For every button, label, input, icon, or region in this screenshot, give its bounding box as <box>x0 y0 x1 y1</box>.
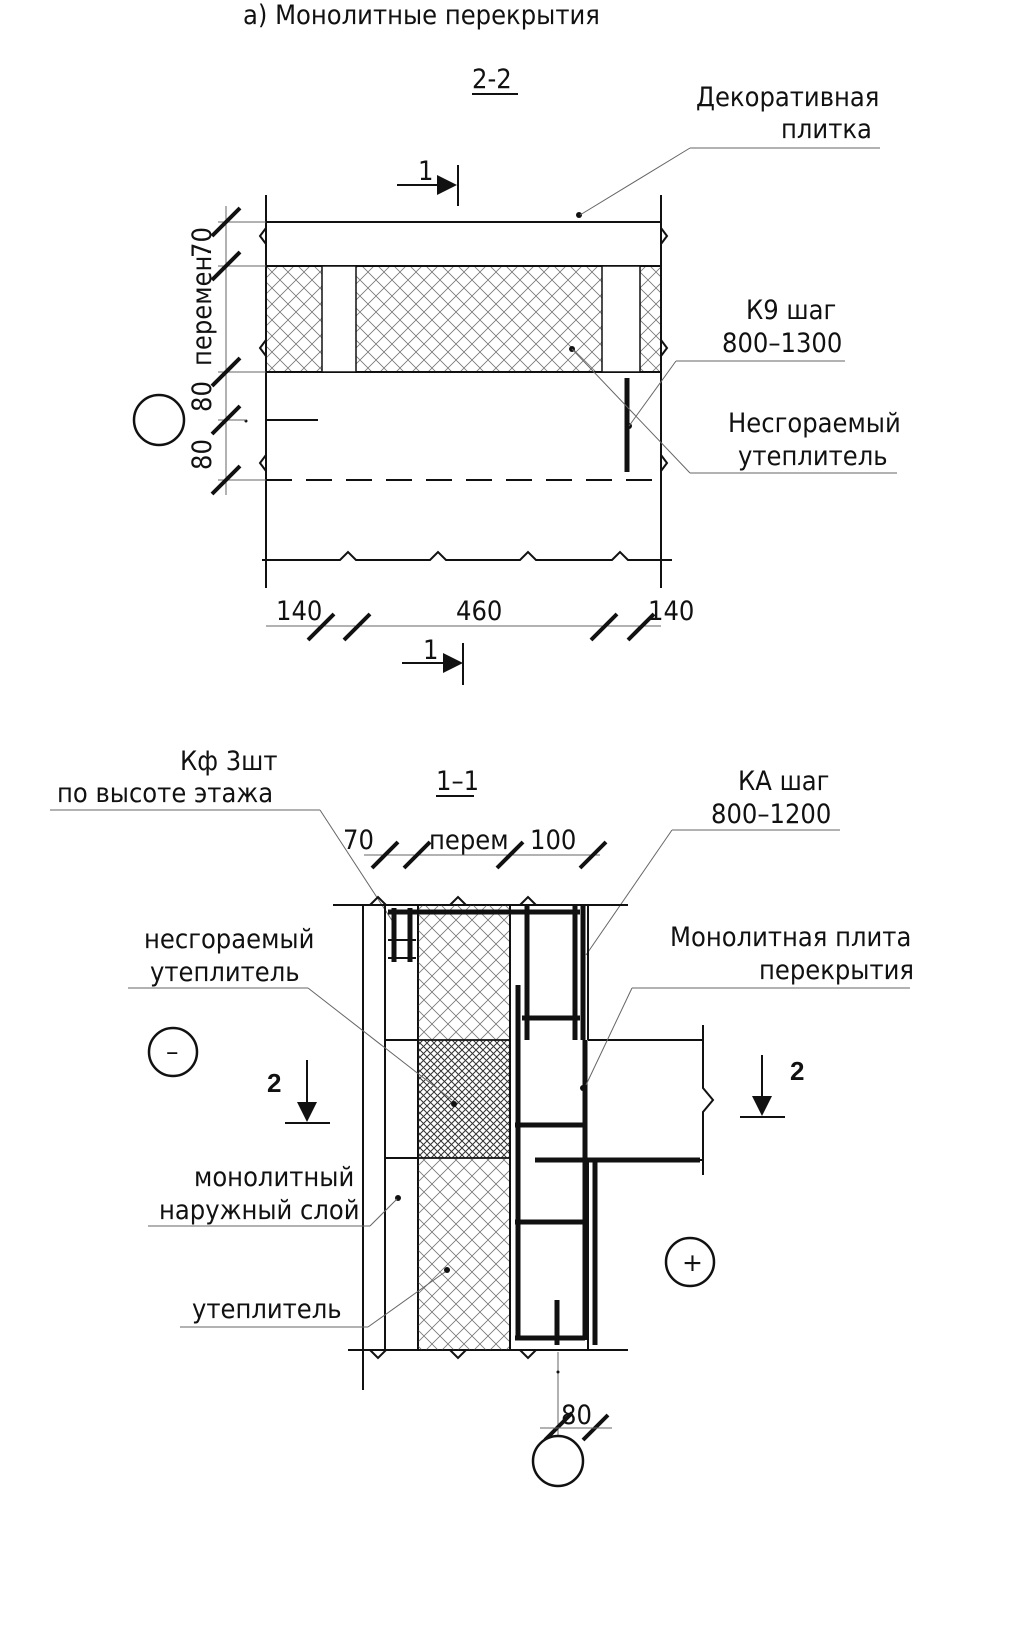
label-ka-1: КА шаг <box>738 766 829 797</box>
cut-marker-top-label: 1 <box>418 156 433 187</box>
label-outer-layer-1: монолитный <box>194 1162 354 1193</box>
dim-bottom-140-right: 140 <box>648 596 694 627</box>
dim-top-100: 100 <box>530 825 576 856</box>
label-nonflammable-insulation-2: утеплитель <box>738 441 888 472</box>
dim-left-70: 70 <box>187 227 218 258</box>
label-k9-step-2: 800–1300 <box>722 328 842 359</box>
marker-minus <box>147 1026 199 1078</box>
reinforcement-cage <box>388 905 700 1345</box>
label-decorative-tile-1: Декоративная <box>696 82 879 113</box>
cut-marker-bottom: 1 <box>402 635 464 685</box>
label-nonflammable-2: утеплитель <box>150 957 300 988</box>
axis-circle-left <box>132 393 186 447</box>
cut-marker-top: 1 <box>397 156 459 206</box>
marker-plus-label: + <box>682 1248 703 1277</box>
section-1-1-label: 1–1 <box>436 766 479 797</box>
label-k9-step-1: К9 шаг <box>746 295 836 326</box>
label-decorative-tile-2: плитка <box>781 114 872 145</box>
section-2-2-label: 2-2 <box>472 64 512 95</box>
cut-marker-left: 2 <box>267 1060 330 1124</box>
dim-bottom-140-left: 140 <box>276 596 322 627</box>
axis-circle-bottom <box>531 1434 585 1488</box>
label-kf-2: по высоте этажа <box>57 778 273 809</box>
dim-top-70: 70 <box>343 825 374 856</box>
dim-left-80-lower: 80 <box>187 439 218 470</box>
dim-top-variable: перем <box>429 825 509 856</box>
marker-minus-label: – <box>166 1037 179 1066</box>
dim-left-80-upper: 80 <box>187 381 218 412</box>
label-kf-1: Кф 3шт <box>180 746 278 777</box>
label-nonflammable-insulation-1: Несгораемый <box>728 408 901 439</box>
label-nonflammable-1: несгораемый <box>144 924 314 955</box>
label-slab-2: перекрытия <box>759 955 914 986</box>
cut-marker-right: 2 <box>740 1055 804 1118</box>
label-ka-2: 800–1200 <box>711 799 831 830</box>
dim-left-variable: перемен. <box>187 248 218 366</box>
label-slab-1: Монолитная плита <box>670 922 911 953</box>
cut-marker-left-label: 2 <box>267 1068 281 1098</box>
label-insulation: утеплитель <box>192 1294 342 1325</box>
section-2-2: 2-2 1 <box>132 64 901 685</box>
dim-bottom-460: 460 <box>456 596 502 627</box>
cut-marker-right-label: 2 <box>790 1056 804 1086</box>
cut-marker-bottom-label: 1 <box>423 635 438 666</box>
dim-bottom-80: 80 <box>561 1400 592 1431</box>
marker-plus <box>664 1236 716 1288</box>
drawing-title: а) Монолитные перекрытия <box>243 0 600 31</box>
section-1-1: 1–1 Кф 3шт по высоте этажа КА шаг 800–12… <box>50 746 914 1488</box>
label-outer-layer-2: наружный слой <box>159 1195 360 1226</box>
nonflammable-insulation <box>417 1039 511 1159</box>
